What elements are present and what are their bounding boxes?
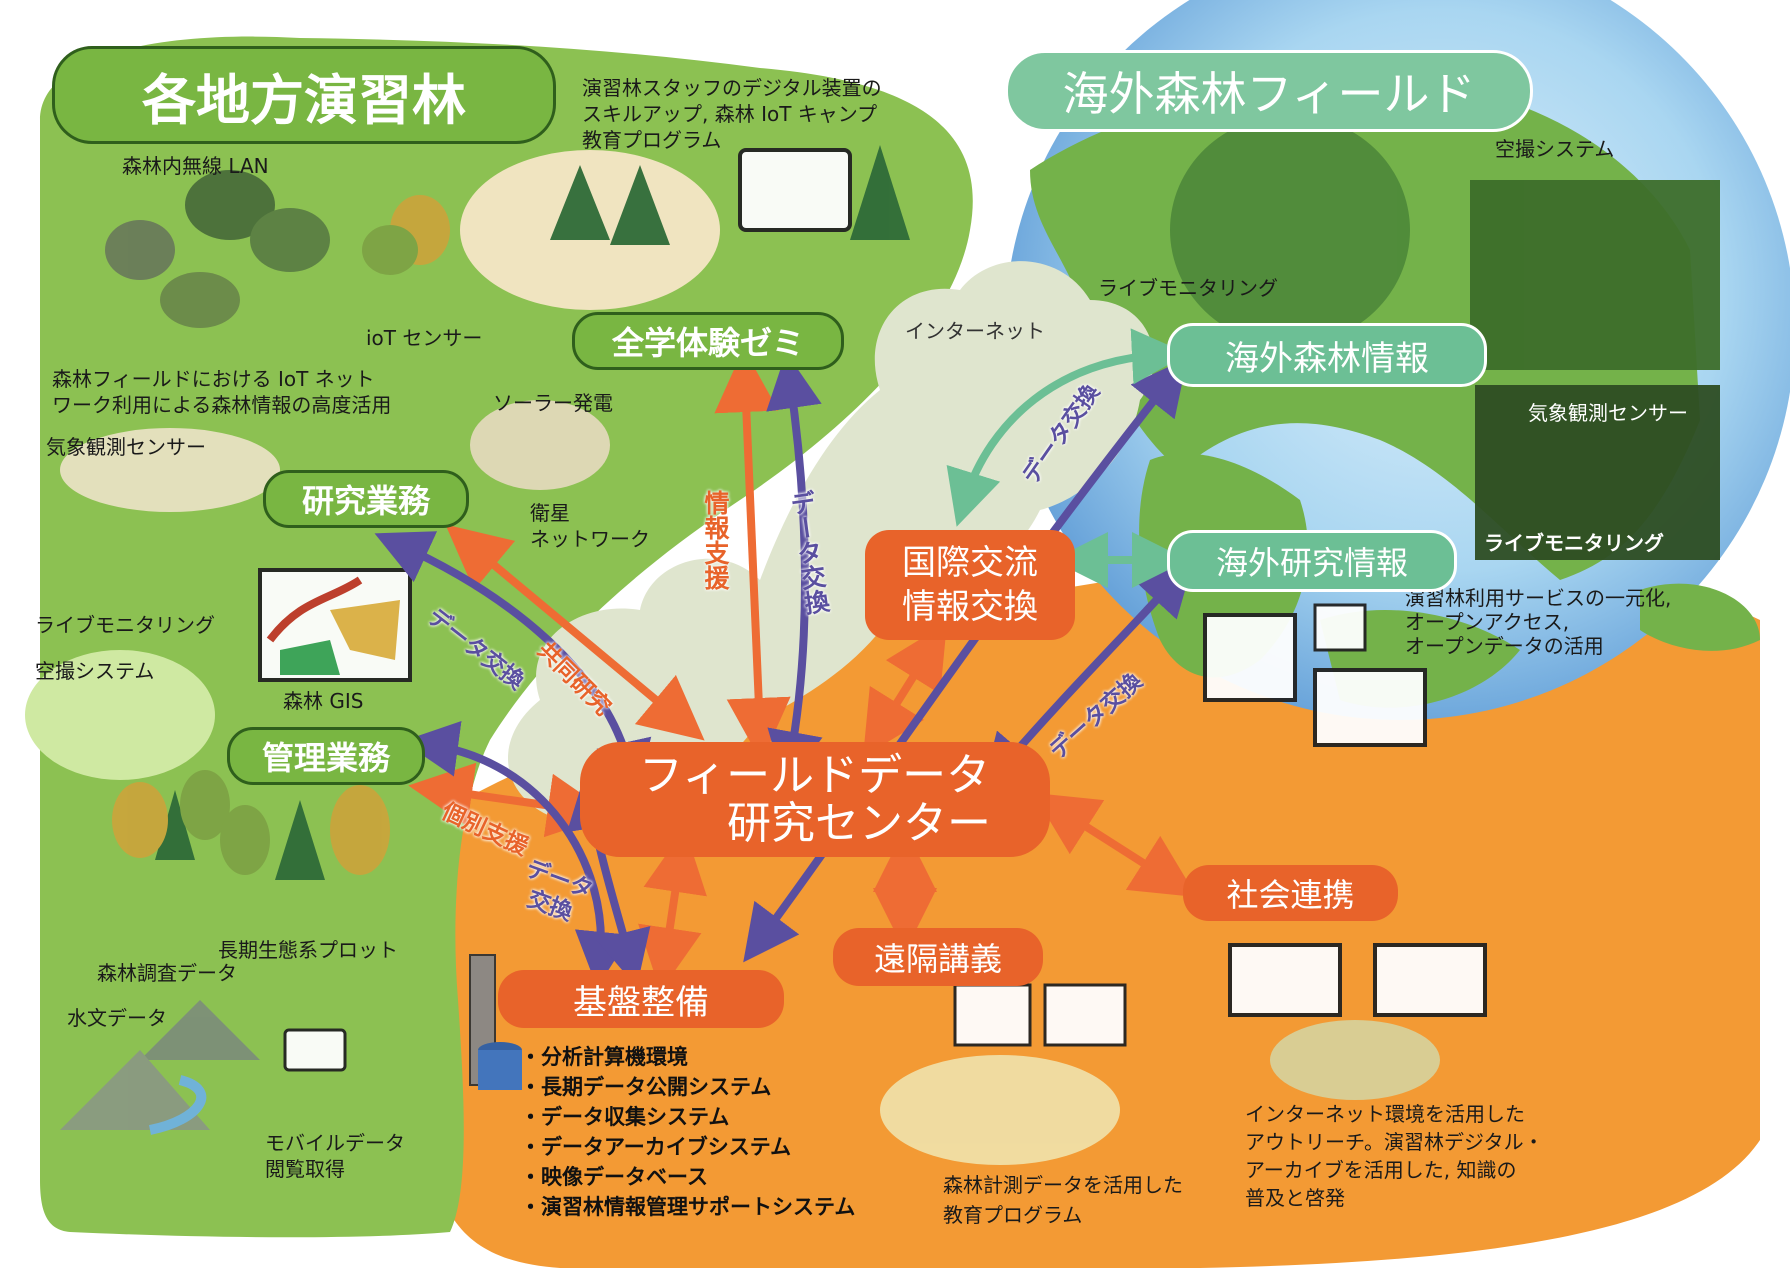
infra-item: データ収集システム xyxy=(520,1102,855,1132)
aerial-system-label: 空撮システム xyxy=(35,658,154,684)
weather-sensor-label: 気象観測センサー xyxy=(46,434,206,460)
live-monitoring-label: ライブモニタリング xyxy=(35,612,215,638)
node-international[interactable]: 国際交流 情報交換 xyxy=(865,530,1075,640)
node-research[interactable]: 研究業務 xyxy=(263,470,469,528)
satellite-label: 衛星 ネットワーク xyxy=(530,500,650,552)
ecosystem-plot-label: 長期生態系プロット xyxy=(218,937,398,963)
node-remote-lecture[interactable]: 遠隔講義 xyxy=(833,928,1043,986)
node-overseas-forest-info[interactable]: 海外森林情報 xyxy=(1167,323,1487,387)
overseas-title: 海外森林フィールド xyxy=(1005,50,1533,132)
wireless-lan-label: 森林内無線 LAN xyxy=(122,153,269,179)
internet-label: インターネット xyxy=(905,318,1045,344)
infrastructure-list: 分析計算機環境 長期データ公開システム データ収集システム データアーカイブシス… xyxy=(520,1042,855,1222)
node-infrastructure[interactable]: 基盤整備 xyxy=(498,970,784,1028)
infra-item: 演習林情報管理サポートシステム xyxy=(520,1192,855,1222)
mobile-data-label: モバイルデータ 閲覧取得 xyxy=(265,1130,405,1182)
overseas-aerial-label: 空撮システム xyxy=(1495,136,1614,162)
iot-network-text: 森林フィールドにおける IoT ネット ワーク利用による森林情報の高度活用 xyxy=(52,366,391,418)
local-forests-title: 各地方演習林 xyxy=(52,46,556,144)
node-seminar[interactable]: 全学体験ゼミ xyxy=(572,312,844,370)
overseas-weather-sensor-label: 気象観測センサー xyxy=(1528,400,1688,426)
infra-item: 長期データ公開システム xyxy=(520,1072,855,1102)
remote-lecture-desc: 森林計測データを活用した 教育プログラム xyxy=(943,1170,1183,1230)
staff-training-text: 演習林スタッフのデジタル装置の スキルアップ, 森林 IoT キャンプ 教育プロ… xyxy=(582,75,882,153)
node-social[interactable]: 社会連携 xyxy=(1183,865,1398,921)
node-management[interactable]: 管理業務 xyxy=(227,727,425,785)
hydro-data-label: 水文データ xyxy=(67,1005,167,1031)
solar-label: ソーラー発電 xyxy=(493,390,613,416)
overseas-live-monitoring-label-2: ライブモニタリング xyxy=(1484,530,1664,556)
node-center[interactable]: フィールドデータ 研究センター xyxy=(580,742,1050,857)
services-text: 演習林利用サービスの一元化, オープンアクセス, オープンデータの活用 xyxy=(1405,586,1671,658)
social-desc: インターネット環境を活用した アウトリーチ。演習林デジタル・ アーカイブを活用し… xyxy=(1245,1100,1544,1212)
infra-item: 分析計算機環境 xyxy=(520,1042,855,1072)
gis-label: 森林 GIS xyxy=(283,688,363,714)
infra-item: データアーカイブシステム xyxy=(520,1132,855,1162)
survey-data-label: 森林調査データ xyxy=(97,960,237,986)
infra-item: 映像データベース xyxy=(520,1162,855,1192)
overseas-live-monitoring-label: ライブモニタリング xyxy=(1098,275,1278,301)
label-info-support: 情報支援 xyxy=(697,490,733,590)
iot-sensor-label: ioT センサー xyxy=(366,325,482,351)
node-overseas-research-info[interactable]: 海外研究情報 xyxy=(1167,530,1457,592)
